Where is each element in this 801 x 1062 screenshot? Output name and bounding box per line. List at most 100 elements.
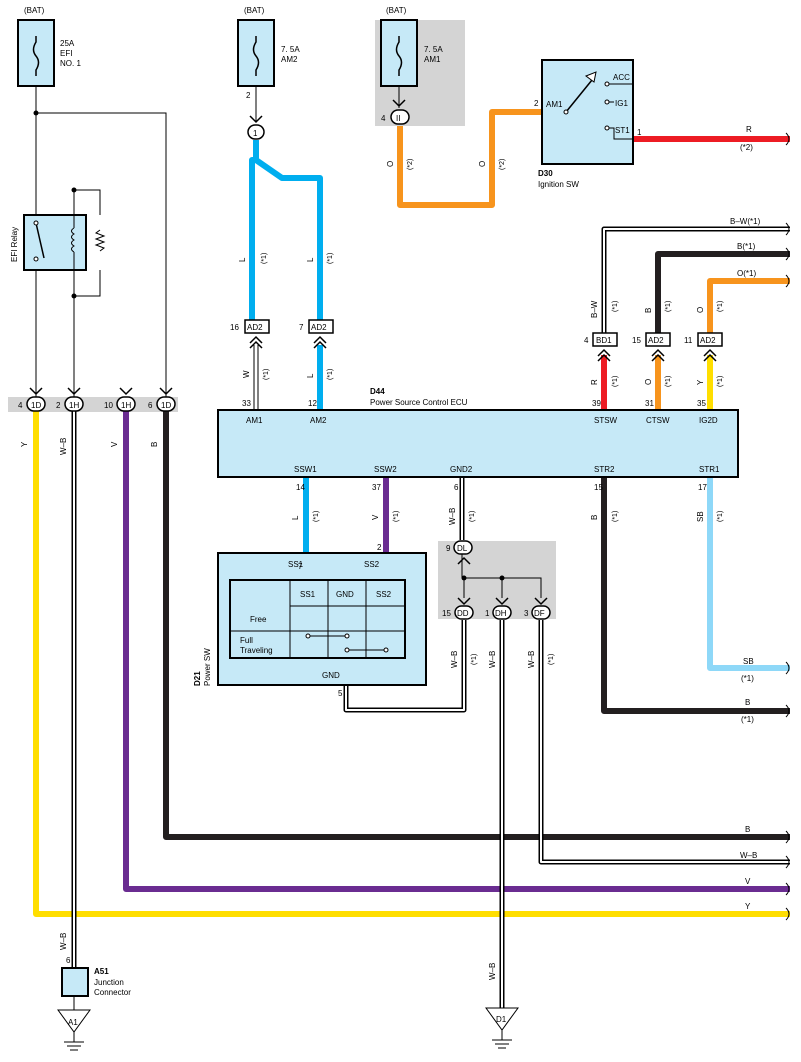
- psw-ss1: SS1: [288, 560, 304, 569]
- pin-10-1h: 10: [104, 401, 113, 410]
- conn-text-ad2-d: AD2: [700, 336, 716, 345]
- connector-1d-b: [156, 387, 176, 412]
- wire-note-bw: (*1): [612, 301, 619, 312]
- connector-1h-b: [116, 387, 136, 412]
- pin-35: 35: [697, 399, 706, 408]
- conn-text-1d-a: 1D: [31, 401, 41, 410]
- conn-text-dd: DD: [457, 609, 469, 618]
- pin-7-ad2: 7: [299, 323, 304, 332]
- wire-note-y-ig2d: (*1): [717, 376, 724, 387]
- wire-label-wb-dd: W–B: [450, 651, 459, 668]
- wire-black-str2: [601, 478, 790, 714]
- pin-4-bd1: 4: [584, 336, 589, 345]
- wire-label-wb-df: W–B: [527, 651, 536, 668]
- ground-splice-bar: [461, 554, 542, 598]
- wire-orange-ig2d: [707, 278, 790, 334]
- wire-label-r-stsw: R: [590, 379, 599, 385]
- ecu-box: [217, 409, 739, 478]
- psw-traveling: Traveling: [240, 646, 273, 655]
- psw-col-ss1: SS1: [300, 590, 316, 599]
- wire-label-v-ssw2: V: [371, 514, 380, 520]
- bat-label-am2: (BAT): [244, 6, 265, 15]
- right-label-b-str2: B: [745, 698, 750, 707]
- wire-lightblue-str1: [707, 478, 790, 671]
- fuse-efi-amp: 25A: [60, 39, 75, 48]
- wire-label-wb-a51: W–B: [59, 933, 68, 950]
- wire-note-b-str2: (*1): [612, 511, 619, 522]
- ignition-switch: [541, 59, 634, 165]
- ign-acc: ACC: [613, 73, 630, 82]
- right-label-v-bottom: V: [745, 877, 751, 886]
- pin-5: 5: [338, 689, 343, 698]
- power-switch: [217, 552, 427, 686]
- pin-31: 31: [645, 399, 654, 408]
- pin-16: 16: [230, 323, 239, 332]
- ign-st1: ST1: [615, 126, 630, 135]
- wire-label-l-am1: L: [238, 257, 247, 262]
- wire-note-l-am1: (*1): [261, 253, 268, 264]
- psw-ss2: SS2: [364, 560, 380, 569]
- conn-text-dh: DH: [495, 609, 507, 618]
- pin-17: 17: [698, 483, 707, 492]
- fuse-efi-name: EFI: [60, 49, 72, 58]
- conn-text-ad2-c: AD2: [648, 336, 664, 345]
- right-label-r: R: [746, 125, 752, 134]
- conn-text-1h-a: 1H: [69, 401, 79, 410]
- pin-4-1d: 4: [18, 401, 23, 410]
- relay-label: EFI Relay: [10, 227, 19, 262]
- right-label-bw: B–W(*1): [730, 217, 761, 226]
- connector-1: [247, 115, 265, 140]
- ecu-am2: AM2: [310, 416, 327, 425]
- wire-note-o-b: (*2): [499, 159, 506, 170]
- conn-text-1: 1: [253, 129, 258, 138]
- pin-2-ign: 2: [534, 99, 539, 108]
- conn-text-bd1: BD1: [596, 336, 612, 345]
- a51-pin: 6: [66, 956, 71, 965]
- pin-11-ad2: 11: [684, 336, 693, 345]
- wire-label-v: V: [110, 441, 119, 447]
- wire-label-o-right: O: [696, 307, 705, 313]
- wire-break-marks: [785, 132, 790, 921]
- efi-relay: [23, 214, 106, 271]
- connector-dh: [492, 597, 512, 620]
- fuse-am1: [380, 19, 418, 108]
- fuse-am2-name: AM2: [281, 55, 298, 64]
- right-label-wb-bottom: W–B: [740, 851, 757, 860]
- conn-text-df: DF: [534, 609, 545, 618]
- wire-label-w: W: [242, 370, 251, 378]
- pin-6-1d: 6: [148, 401, 153, 410]
- ign-name: Ignition SW: [538, 180, 579, 189]
- pin-9: 9: [446, 544, 451, 553]
- ecu-ctsw: CTSW: [646, 416, 670, 425]
- psw-col-gnd: GND: [336, 590, 354, 599]
- pin-3-df: 3: [524, 609, 529, 618]
- wire-black-ctsw: [655, 251, 790, 334]
- wire-note-l-ssw1: (*1): [313, 511, 320, 522]
- ground-d1: [485, 1007, 519, 1049]
- wire-label-wb-d1: W–B: [488, 963, 497, 980]
- right-note-b-str2: (*1): [741, 715, 754, 724]
- psw-gnd: GND: [322, 671, 340, 680]
- connector-bd1: [592, 332, 618, 362]
- pin-15-dd: 15: [442, 609, 451, 618]
- connector-ad2-ig2d: [697, 332, 723, 362]
- a51-code: A51: [94, 967, 109, 976]
- ecu-name: Power Source Control ECU: [370, 398, 468, 407]
- pin-33: 33: [242, 399, 251, 408]
- pin-39: 39: [592, 399, 601, 408]
- connector-ad2-ctsw: [645, 332, 671, 362]
- fuse-am1-name: AM1: [424, 55, 441, 64]
- wire-blue-l: [249, 140, 323, 322]
- connector-dl: [453, 540, 473, 565]
- fuse-am2: [237, 19, 275, 122]
- right-label-b-bottom: B: [745, 825, 750, 834]
- pin-15-str2: 15: [594, 483, 603, 492]
- ecu-stsw: STSW: [594, 416, 618, 425]
- wire-note-l-am2: (*1): [327, 253, 334, 264]
- ground-a1-label: A1: [68, 1018, 78, 1027]
- bat-label-efi: (BAT): [24, 6, 45, 15]
- ecu-str1: STR1: [699, 465, 720, 474]
- fuse-efi-no: NO. 1: [60, 59, 81, 68]
- right-label-o: O(*1): [737, 269, 756, 278]
